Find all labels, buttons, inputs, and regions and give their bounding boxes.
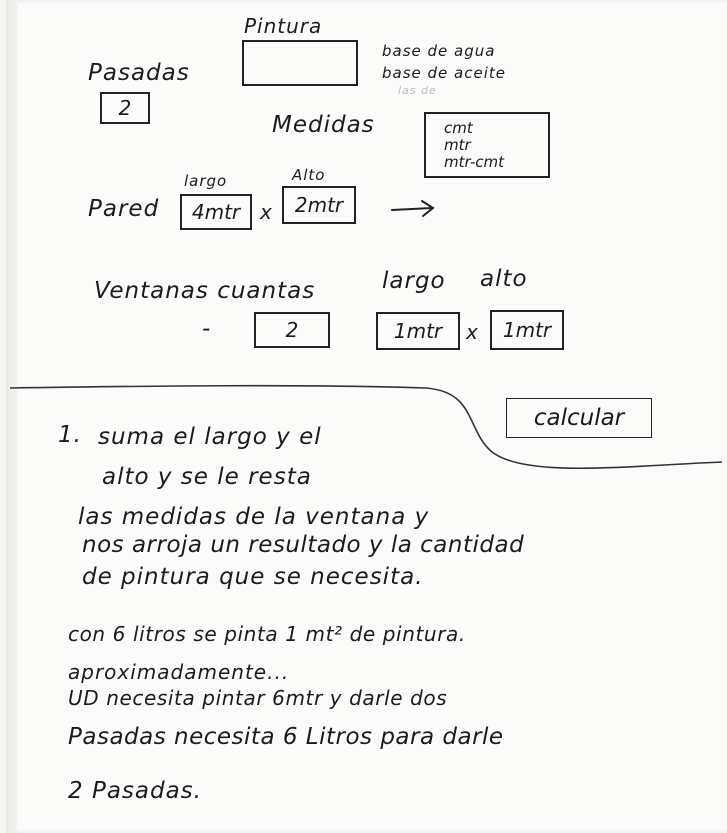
windows-times: x xyxy=(466,320,479,344)
divider-line xyxy=(9,384,723,470)
note-line-5: de pintura que se necesita. xyxy=(82,564,424,590)
note2-line-4: Pasadas necesita 6 Litros para darle xyxy=(68,724,504,750)
windows-count-value: 2 xyxy=(285,318,299,342)
unit-option-cmt: cmt xyxy=(444,118,473,137)
wall-height-label: Alto xyxy=(292,166,326,184)
note-line-1: suma el largo y el xyxy=(98,424,322,450)
note-line-4: nos arroja un resultado y la cantidad xyxy=(82,532,525,558)
note2-line-3: UD necesita pintar 6mtr y darle dos xyxy=(68,686,448,710)
note2-line-5: 2 Pasadas. xyxy=(68,778,202,804)
wall-height-value: 2mtr xyxy=(294,193,344,217)
paint-option-water: base de agua xyxy=(382,42,496,60)
paint-type-select[interactable] xyxy=(242,40,358,86)
windows-dash: - xyxy=(202,316,212,342)
wall-height-input[interactable]: 2mtr xyxy=(282,186,356,224)
windows-label: Ventanas cuantas xyxy=(94,278,316,304)
windows-count-input[interactable]: 2 xyxy=(254,312,330,348)
faint-note: las de xyxy=(398,84,437,97)
unit-option-mtr: mtr xyxy=(444,135,471,154)
passes-input[interactable]: 2 xyxy=(100,92,150,124)
paper-sheet: Pintura base de agua base de aceite las … xyxy=(6,0,727,833)
windows-length-value: 1mtr xyxy=(393,319,443,343)
title-pintura: Pintura xyxy=(244,14,323,38)
windows-height-label: alto xyxy=(480,266,528,292)
note2-line-1: con 6 litros se pinta 1 mt² de pintura. xyxy=(68,622,466,646)
wall-label: Pared xyxy=(88,196,160,222)
windows-length-label: largo xyxy=(382,268,446,294)
note-number: 1. xyxy=(58,422,82,448)
measures-label: Medidas xyxy=(272,112,375,138)
windows-height-input[interactable]: 1mtr xyxy=(490,310,564,350)
windows-length-input[interactable]: 1mtr xyxy=(376,312,460,350)
calculate-button[interactable]: calcular xyxy=(506,398,652,438)
passes-label: Pasadas xyxy=(88,60,190,86)
windows-height-value: 1mtr xyxy=(502,318,552,342)
paper-left-edge xyxy=(6,0,18,833)
wall-length-input[interactable]: 4mtr xyxy=(180,194,252,230)
wall-length-value: 4mtr xyxy=(191,200,241,224)
note-line-2: alto y se le resta xyxy=(102,464,312,490)
passes-value: 2 xyxy=(118,96,132,120)
note2-line-2: aproximadamente... xyxy=(68,660,290,684)
units-select[interactable]: cmt mtr mtr-cmt xyxy=(424,112,550,178)
note-line-3: las medidas de la ventana y xyxy=(78,504,430,530)
calculate-button-label: calcular xyxy=(533,405,625,431)
wall-times: x xyxy=(260,200,273,224)
arrow-right-icon xyxy=(391,200,435,217)
wall-length-label: largo xyxy=(184,172,228,190)
paint-option-oil: base de aceite xyxy=(382,64,506,82)
unit-option-mtr-cmt: mtr-cmt xyxy=(444,152,504,171)
